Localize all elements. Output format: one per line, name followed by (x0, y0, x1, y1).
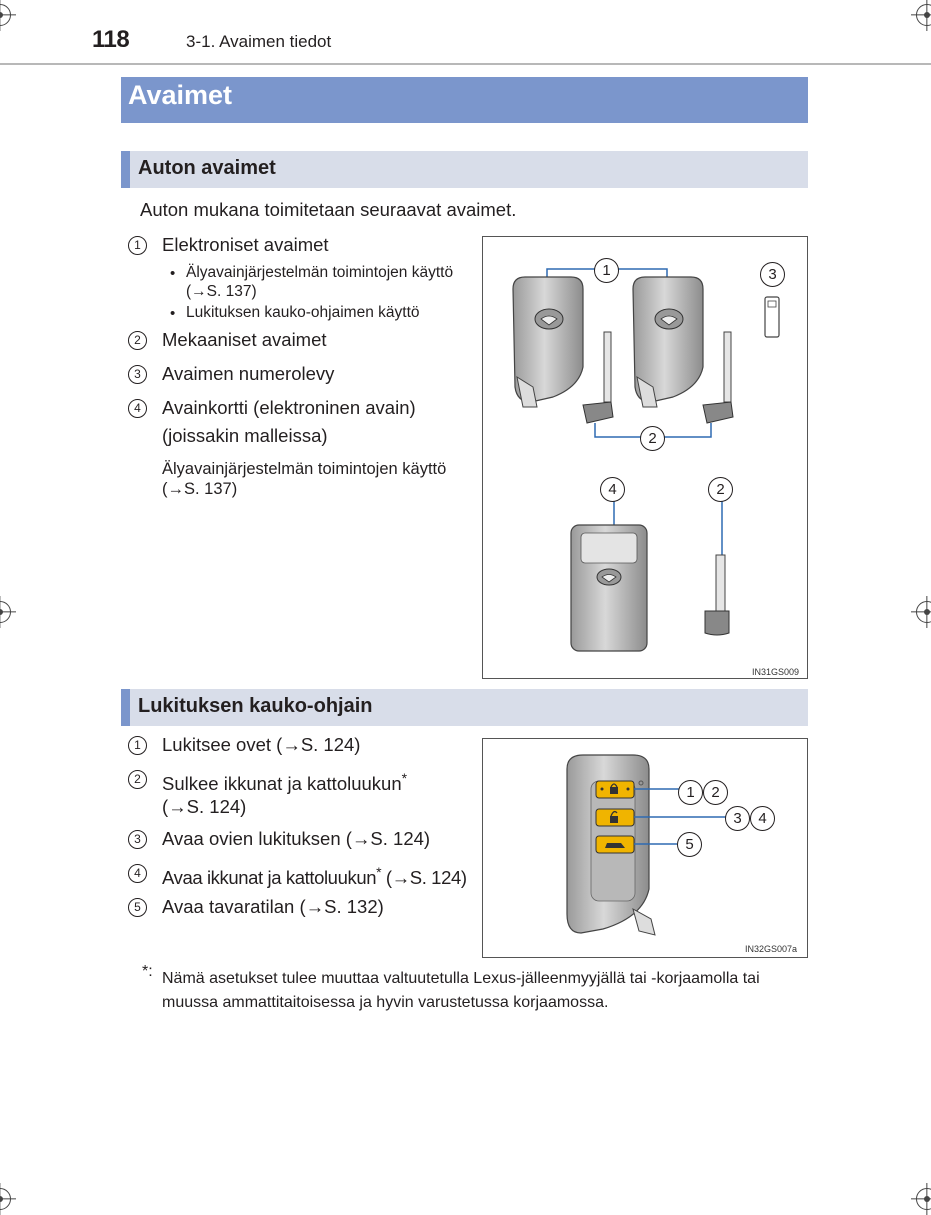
item-number: 5 (128, 898, 147, 917)
smart-key-fob-icon (632, 276, 704, 408)
figure-callout: 2 (703, 780, 728, 805)
mechanical-key-icon (582, 331, 614, 424)
item-text: (→S. 124) (162, 796, 247, 817)
registration-mark-icon (916, 4, 931, 26)
lock-button-icon (595, 780, 635, 799)
footnote-star: * (401, 770, 408, 786)
item-number: 3 (128, 365, 147, 384)
section2-heading: Lukituksen kauko-ohjain (138, 695, 373, 717)
item-text: Avaa ovien lukituksen (→S. 124) (162, 828, 431, 849)
figure-callout: 2 (640, 426, 665, 451)
bullet-line: (→S. 137) (186, 283, 257, 300)
footnote-star: * (376, 864, 382, 880)
item-text: Sulkee ikkunat ja kattoluukun* (162, 765, 407, 797)
item-text: Avaimen numerolevy (162, 363, 335, 384)
registration-mark-icon (0, 4, 11, 26)
card-key-icon (570, 524, 648, 652)
figure-code: IN32GS007a (745, 944, 798, 954)
keys-illustration (512, 268, 780, 652)
figure-callout: 1 (678, 780, 703, 805)
mechanical-key-icon (704, 554, 730, 636)
footnote-line: muussa ammattitaitoisessa ja hyvin varus… (162, 994, 609, 1011)
item-text: Avaa tavaratilan (→S. 132) (162, 896, 384, 917)
title-bar (121, 77, 808, 123)
item-number: 4 (128, 399, 147, 418)
registration-mark-icon (916, 1188, 931, 1210)
figure-callout: 5 (677, 832, 702, 857)
registration-mark-icon (0, 601, 11, 623)
item-text-ref: (→S. 124) (381, 867, 467, 889)
bullet-line: Lukituksen kauko-ohjaimen käyttö (186, 304, 420, 321)
remote-figure: 1 2 3 4 5 IN32GS007a (482, 738, 808, 958)
item-text: Mekaaniset avaimet (162, 329, 327, 350)
figure-code: IN31GS009 (752, 667, 800, 677)
item-text-main: Avaa ikkunat ja kattoluukun (162, 867, 377, 889)
section-header: 3-1. Avaimen tiedot (186, 32, 332, 51)
item-text: Avainkortti (elektroninen avain) (162, 397, 416, 418)
registration-mark-icon (0, 1188, 11, 1210)
subheading-bar (121, 689, 808, 726)
mechanical-key-icon (702, 331, 734, 424)
figure-callout: 3 (725, 806, 750, 831)
item-text: Lukitsee ovet (→S. 124) (162, 734, 361, 755)
item-number: 1 (128, 736, 147, 755)
item-number: 3 (128, 830, 147, 849)
keys-figure: 1 2 3 4 2 IN31GS009 (482, 236, 808, 679)
item-number: 4 (128, 864, 147, 883)
item-note: (→S. 137) (162, 480, 238, 498)
item-text-main: Sulkee ikkunat ja kattoluukun (162, 773, 402, 795)
page-title: Avaimet (128, 80, 233, 110)
figure-callout: 1 (594, 258, 619, 283)
bullet-line: Älyavainjärjestelmän toimintojen käyttö (186, 264, 454, 281)
section1-intro: Auton mukana toimitetaan seuraavat avaim… (140, 199, 517, 220)
header-rule (0, 63, 931, 65)
item-note: Älyavainjärjestelmän toimintojen käyttö (162, 460, 447, 478)
page-number: 118 (92, 26, 130, 53)
unlock-button-icon (595, 808, 635, 827)
remote-illustration (566, 754, 726, 936)
item-number: 2 (128, 770, 147, 789)
bullet-icon: • (170, 265, 176, 282)
registration-mark-icon (916, 601, 931, 623)
figure-callout: 4 (600, 477, 625, 502)
smart-key-fob-icon (512, 276, 584, 408)
footnote-line: Nämä asetukset tulee muuttaa valtuutetul… (162, 970, 760, 987)
footnote-marker: *: (142, 963, 153, 980)
bullet-icon: • (170, 305, 176, 322)
item-text: Elektroniset avaimet (162, 234, 329, 255)
item-number: 2 (128, 331, 147, 350)
figure-callout: 4 (750, 806, 775, 831)
item-number: 1 (128, 236, 147, 255)
subheading-bar (121, 151, 808, 188)
item-text: (joissakin malleissa) (162, 425, 328, 446)
key-number-plate-icon (764, 296, 780, 338)
section1-heading: Auton avaimet (138, 157, 276, 179)
trunk-button-icon (595, 835, 635, 854)
figure-callout: 2 (708, 477, 733, 502)
item-text: Avaa ikkunat ja kattoluukun* (→S. 124) (162, 859, 467, 891)
figure-callout: 3 (760, 262, 785, 287)
